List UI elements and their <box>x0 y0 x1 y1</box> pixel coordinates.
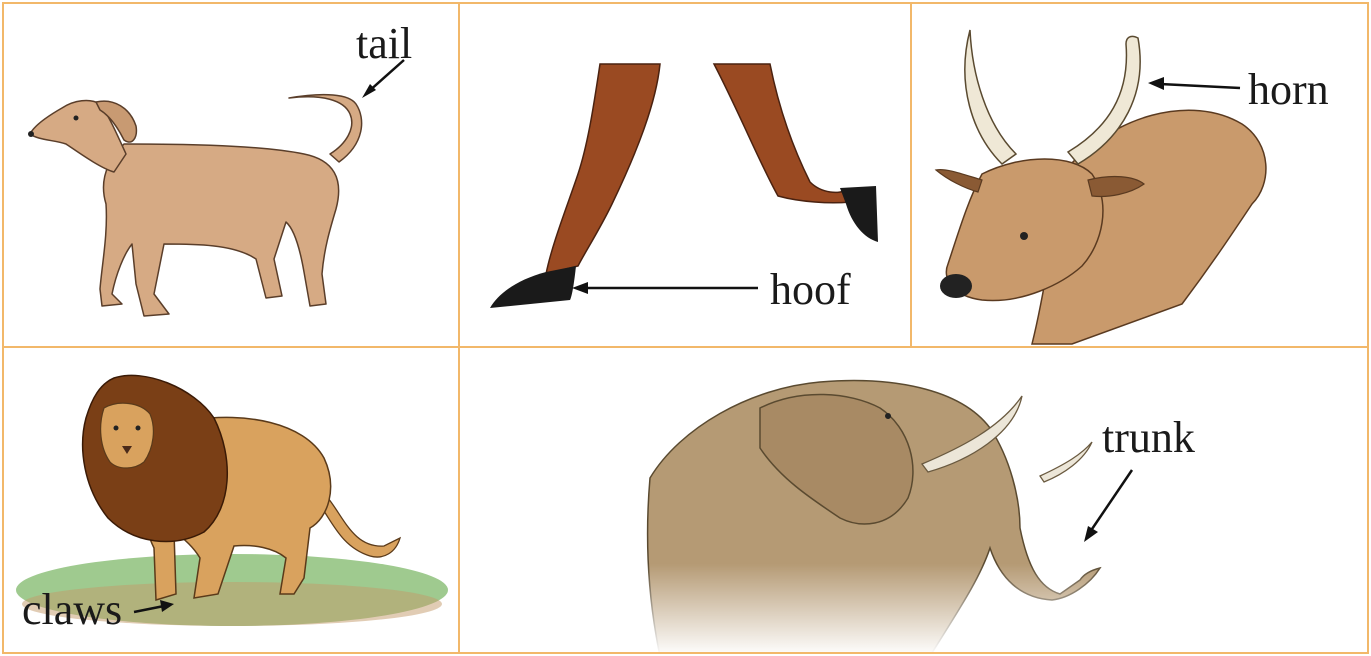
lion-eye-left <box>114 426 119 431</box>
label-tail: tail <box>356 22 412 66</box>
horn-arrow-line <box>1160 84 1240 88</box>
bull-nose <box>940 274 972 298</box>
panel-trunk: trunk <box>458 346 1369 654</box>
hoof-left <box>490 266 576 308</box>
hoof-arrow-head <box>572 282 588 294</box>
label-claws: claws <box>22 588 122 632</box>
horn-arrow-head <box>1148 77 1164 90</box>
bull-illustration <box>912 4 1369 348</box>
hoof-right <box>840 186 878 242</box>
panel-horn: horn <box>910 2 1369 348</box>
dog-eye <box>74 116 79 121</box>
bull-eye <box>1020 232 1028 240</box>
label-horn: horn <box>1248 68 1329 112</box>
label-trunk: trunk <box>1102 416 1195 460</box>
lion-mane <box>83 375 228 541</box>
panel-hoof: hoof <box>458 2 912 348</box>
horn-left <box>965 30 1016 164</box>
elephant-illustration <box>460 348 1369 654</box>
panel-claws: claws <box>2 346 460 654</box>
lion-eye-right <box>136 426 141 431</box>
dog-nose <box>28 131 34 137</box>
label-hoof: hoof <box>770 268 851 312</box>
panel-dog: tail <box>2 2 460 348</box>
